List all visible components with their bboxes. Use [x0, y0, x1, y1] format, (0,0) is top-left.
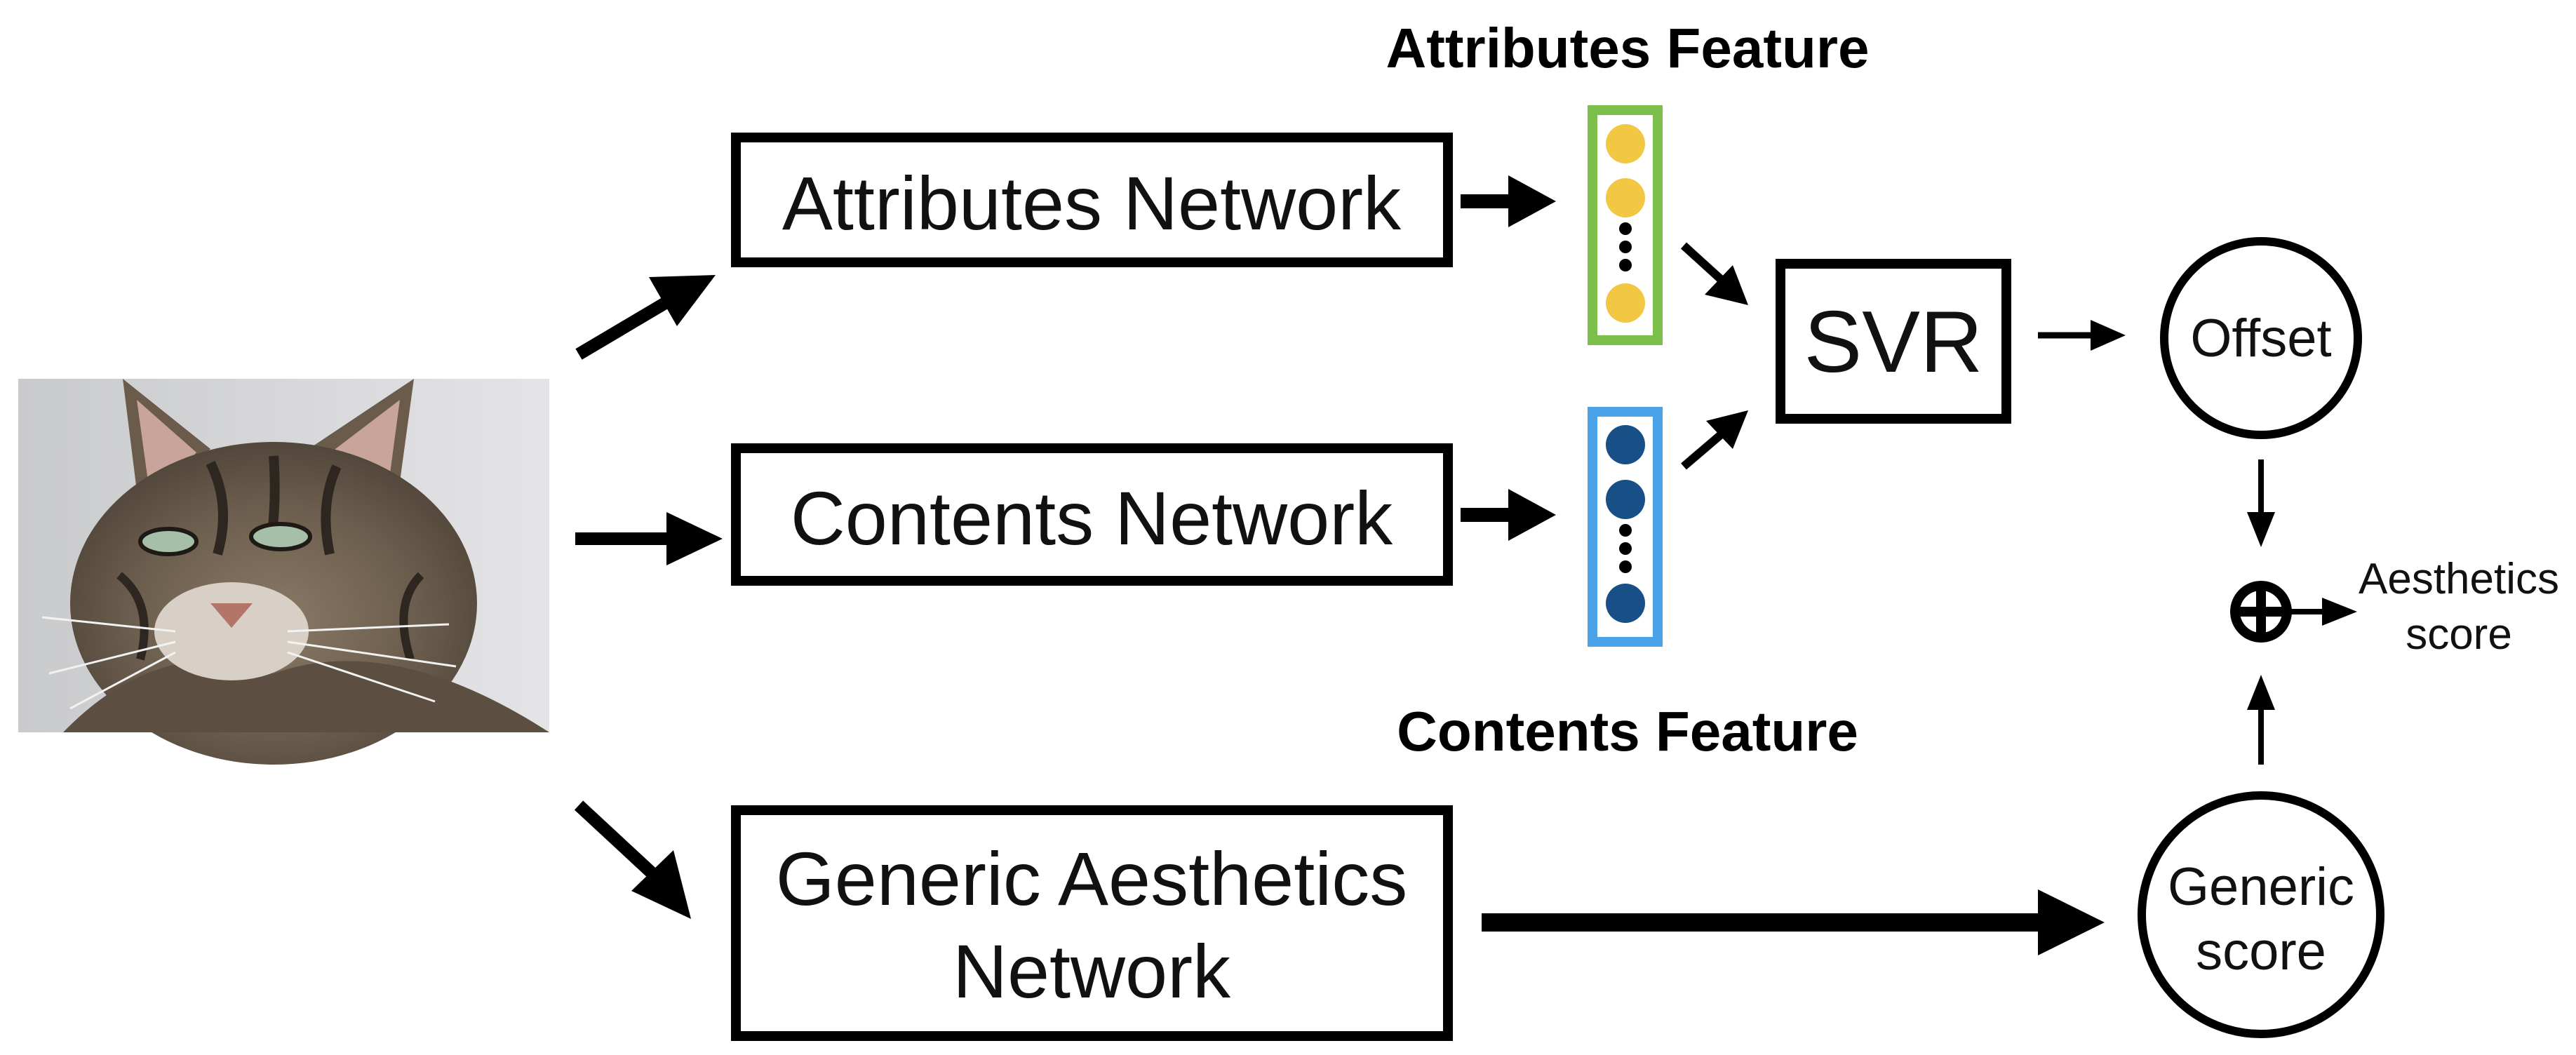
- feature-dot: [1606, 124, 1645, 163]
- aesthetics-score-label-line2: score: [2406, 610, 2512, 659]
- contents-network-box: Contents Network: [731, 443, 1453, 586]
- cat-illustration: [41, 379, 549, 765]
- svr-label: SVR: [1804, 294, 1983, 391]
- offset-label: Offset: [2190, 309, 2331, 368]
- attributes-feature-vector: [1588, 105, 1663, 345]
- arrow-svr-to-offset: [2038, 320, 2126, 351]
- svr-box: SVR: [1776, 259, 2011, 424]
- arrow-contents-to-feature: [1461, 489, 1556, 541]
- arrow-photo-to-generic: [574, 800, 691, 919]
- contents-network-label: Contents Network: [791, 476, 1393, 560]
- contents-feature-title: Contents Feature: [1397, 700, 1858, 762]
- arrow-plus-to-aesthetics: [2287, 598, 2357, 626]
- attributes-network-label: Attributes Network: [782, 161, 1402, 246]
- arrow-photo-to-attributes: [575, 275, 716, 360]
- feature-dot: [1606, 178, 1645, 217]
- generic-score-label-line1: Generic: [2168, 857, 2354, 917]
- feature-dot: [1606, 584, 1645, 623]
- offset-node: Offset: [2160, 237, 2362, 439]
- generic-score-node: Generic score: [2138, 791, 2384, 1038]
- circle-plus-icon: [2230, 581, 2292, 643]
- generic-network-label-line2: Network: [953, 929, 1231, 1014]
- attributes-network-box: Attributes Network: [731, 133, 1453, 267]
- arrow-attr-feature-to-svr: [1680, 242, 1748, 305]
- contents-feature-vector: [1588, 407, 1663, 647]
- arrow-attributes-to-feature: [1461, 175, 1556, 227]
- cat-photo: [18, 379, 549, 765]
- arrow-cont-feature-to-svr: [1681, 410, 1748, 470]
- generic-aesthetics-network-box: Generic Aesthetics Network: [731, 805, 1453, 1041]
- arrow-photo-to-contents: [575, 512, 723, 565]
- feature-dot: [1606, 283, 1645, 323]
- feature-dot: [1606, 425, 1645, 464]
- generic-network-label-line1: Generic Aesthetics: [776, 836, 1407, 921]
- arrow-generic-score-to-plus: [2247, 675, 2275, 765]
- generic-score-label-line2: score: [2196, 922, 2326, 981]
- arrow-offset-to-plus: [2247, 459, 2275, 547]
- feature-dot: [1606, 480, 1645, 519]
- attributes-feature-title: Attributes Feature: [1386, 17, 1870, 79]
- aesthetics-score-label-line1: Aesthetics: [2359, 555, 2559, 603]
- arrow-generic-to-score: [1482, 889, 2105, 955]
